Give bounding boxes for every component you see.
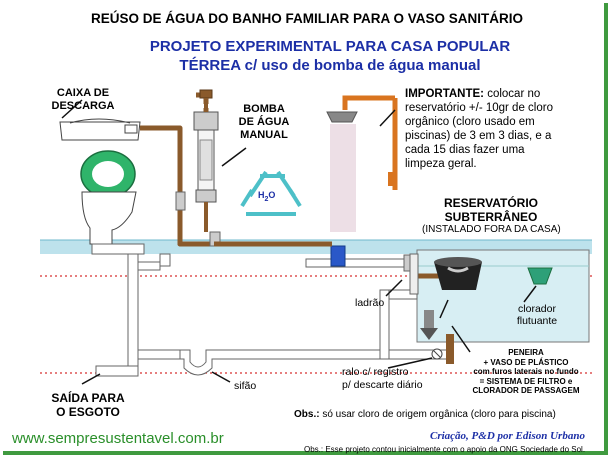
drain-valve [431,334,454,364]
label-sifao: sifão [234,380,257,392]
footer-note: Obs.: Esse projeto contou inicialmente c… [304,445,586,454]
label-h2o: H2O [258,190,276,203]
pipe-joint [175,191,186,211]
toilet [59,118,141,245]
hand-pump [193,89,219,232]
suction-fitting [420,310,438,340]
footer-website: www.sempresustentavel.com.br [12,430,224,447]
suction-pipe [409,253,419,295]
main-title: REÚSO DE ÁGUA DO BANHO FAMILIAR PARA O V… [90,11,523,26]
sewer-pipes [91,243,450,377]
pointer-arrows [61,99,537,385]
label-ladrao: ladrão [355,297,385,309]
floating-chlorinator [527,267,553,285]
shower [326,95,398,267]
label-peneira: PENEIRA + VASO DE PLÁSTICO com furos lat… [472,348,580,395]
overflow-pipe [305,254,417,272]
subtitle-line-2: TÉRREA c/ uso de bomba de água manual [179,57,481,74]
important-note: IMPORTANTE: colocar no reservatório +/- … [405,88,553,170]
filter-sieve [434,257,482,290]
recycle-symbol [240,170,302,216]
label-instalado: (INSTALADO FORA DA CASA) [422,224,561,235]
footer-credit: Criação, P&D por Edison Urbano [430,430,585,442]
subtitle-line-1: PROJETO EXPERIMENTAL PARA CASA POPULAR [149,38,511,55]
obs-note: Obs.: só usar cloro de origem orgânica (… [294,409,556,420]
